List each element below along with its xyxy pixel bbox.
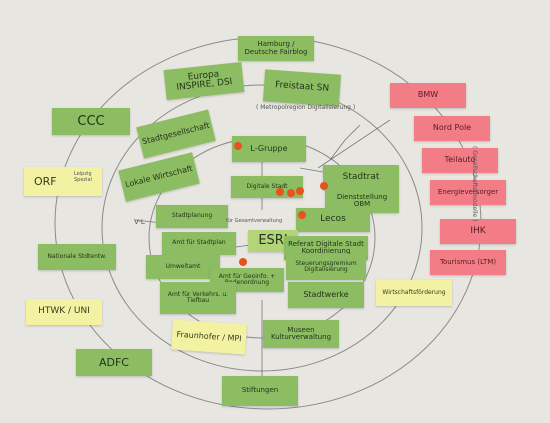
note-stadtwerke-text: Stadtwerke <box>303 289 349 299</box>
note-l-gruppe: L-Gruppe <box>232 136 306 162</box>
note-orf-text: ORF <box>34 174 57 188</box>
note-teilauto-text: Teilauto <box>444 155 476 165</box>
note-wirtschaft-text: Wirtschaftsförderung <box>382 288 446 296</box>
note-amt-verkehr-text: Amt für Verkehrs. u. Tiefbau <box>167 290 229 304</box>
note-lecos-text: Lecos <box>320 214 346 225</box>
note-nationale: Nationale Stdtentw. <box>38 244 116 270</box>
note-stadtgesellschaft-text: Stadtgesellschaft <box>141 120 211 147</box>
note-tourismus-text: Tourismus (LTM) <box>439 257 497 266</box>
note-energieversorger-text: Energieversorger <box>437 187 499 196</box>
note-ccc-text: CCC <box>77 113 105 129</box>
note-hamburg-text: Hamburg / Deutsche Fairblog <box>244 40 308 56</box>
marker-dot <box>298 211 306 219</box>
note-esri-text: ESRI <box>258 233 288 249</box>
note-adfc-text: ADFC <box>98 355 129 369</box>
note-stadtrat-text: Stadtrat <box>342 171 380 182</box>
note-htwk: HTWK / UNI <box>26 299 102 325</box>
marker-dot <box>320 182 328 190</box>
note-l-gruppe-text: L-Gruppe <box>250 143 288 153</box>
note-stadtplanung: Stadtplanung <box>156 205 228 228</box>
note-adfc: ADFC <box>76 349 152 376</box>
note-dienststellung-text: Dienststellung OBM <box>336 192 388 208</box>
note-lecos: Lecos <box>296 208 370 232</box>
note-wirtschaft: Wirtschaftsförderung <box>376 280 452 306</box>
marker-dot <box>234 142 242 150</box>
note-ihk: IHK <box>440 219 516 244</box>
note-amt-stadtplan: Amt für Stadtplan <box>162 232 236 255</box>
note-ihk-text: IHK <box>470 225 486 236</box>
marker-dot <box>296 187 304 195</box>
handwritten-gesamtverwaltung: für Gesamtverwaltung <box>226 218 283 224</box>
note-lokale-wirtschaft-text: Lokale Wirtschaft <box>124 163 194 190</box>
note-digitalisierung: Steuerungsgremium Digitalisierung <box>286 254 366 280</box>
marker-dot <box>287 189 295 197</box>
handwritten-metropolregion: ( Metropolregion Digitalisierung ) <box>256 104 356 111</box>
note-teilauto: Teilauto <box>422 148 498 173</box>
note-digitale-stadt-text: Digitale Stadt <box>246 182 288 190</box>
note-freistaat: Freistaat SN <box>262 69 342 107</box>
note-nordpole-text: Nord Pole <box>432 123 472 133</box>
note-hamburg: Hamburg / Deutsche Fairblog <box>238 36 314 61</box>
arrow-to-right <box>329 124 361 161</box>
note-umweltamt: Umweltamt <box>146 255 220 279</box>
note-fraunhofer-text: Fraunhofer / MPI <box>176 329 242 344</box>
arrow-to-right-2 <box>317 119 391 169</box>
note-orf: ORF <box>24 167 102 196</box>
note-stadtplanung-text: Stadtplanung <box>171 212 213 220</box>
note-umweltamt-text: Umweltamt <box>165 262 201 270</box>
note-bmw-text: BMW <box>417 90 439 100</box>
note-europa-text: Europa INSPIRE, DSI <box>175 68 233 93</box>
note-amt-stadtplan-text: Amt für Stadtplan <box>172 239 226 247</box>
note-stadtwerke: Stadtwerke <box>288 282 364 308</box>
note-nordpole: Nord Pole <box>414 116 490 141</box>
handwritten-leiter: V-L <box>134 218 145 226</box>
note-nationale-text: Nationale Stdtentw. <box>47 252 107 260</box>
note-orf-subtext: Leipzig Spezial <box>74 171 92 183</box>
note-freistaat-text: Freistaat SN <box>274 80 330 95</box>
note-energieversorger: Energieversorger <box>430 180 506 205</box>
note-stiftung-text: Stiftungen <box>241 386 279 395</box>
marker-dot <box>239 258 247 266</box>
note-htwk-text: HTWK / UNI <box>38 306 90 317</box>
note-digitalisierung-text: Steuerungsgremium Digitalisierung <box>295 259 357 273</box>
note-amt-geoinfo-text: Amt für Geoinfo. + Bodenordnung <box>218 272 276 286</box>
note-referat-digital-text: Referat Digitale Stadt Koordinierung <box>288 239 364 255</box>
note-museen-text: Museen Kulturverwaltung <box>270 325 332 341</box>
marker-dot <box>276 188 284 196</box>
handwritten-gesellschafter: ( Gesellschaftermodelle ) <box>471 146 478 222</box>
note-tourismus: Tourismus (LTM) <box>430 250 506 275</box>
note-digitale-stadt: Digitale Stadt <box>231 176 303 198</box>
note-stiftung: Stiftungen <box>222 376 298 406</box>
note-ccc: CCC <box>52 108 130 135</box>
note-museen: Museen Kulturverwaltung <box>263 320 339 348</box>
note-stadtrat: Stadtrat <box>323 165 399 190</box>
note-bmw: BMW <box>390 83 466 108</box>
note-fraunhofer: Fraunhofer / MPI <box>171 319 247 355</box>
note-amt-verkehr: Amt für Verkehrs. u. Tiefbau <box>160 282 236 314</box>
